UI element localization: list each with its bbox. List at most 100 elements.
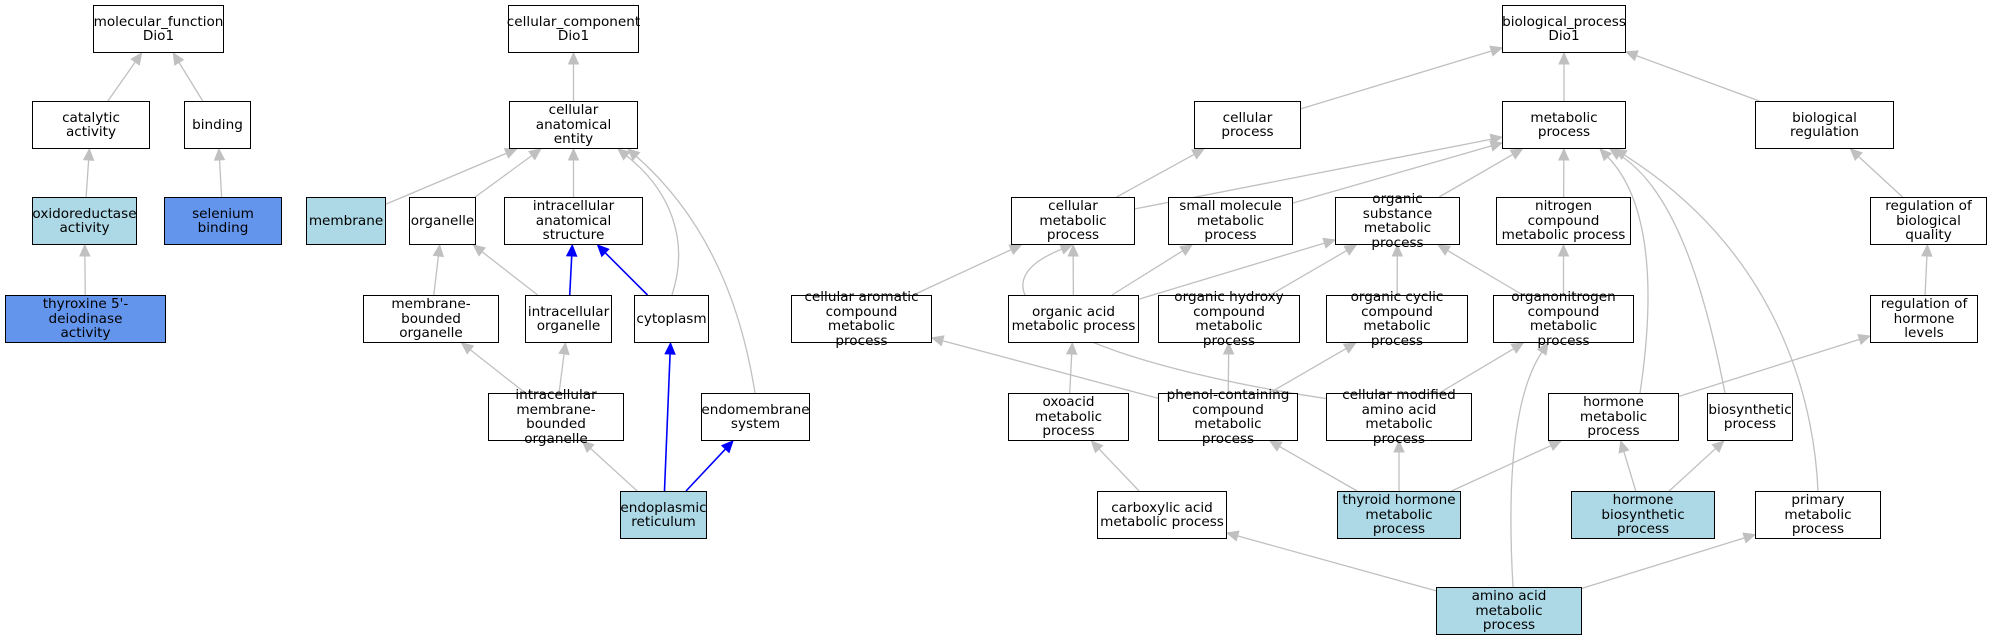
edge-carboxylic-acid-metabolic-process-to-oxoacid-metabolic-process [1098,448,1140,492]
edge-cytoplasm-to-intracellular-anatomical-structure-arrowhead [596,244,610,258]
edge-cytoplasm-to-intracellular-anatomical-structure [604,252,649,296]
node-intracellular-mb-organelle: intracellular membrane-bounded organelle [488,388,624,446]
edge-organic-cyclic-compound-to-organic-substance-metabolic-process-arrowhead [1391,243,1404,257]
edge-organonitrogen-compound-to-organic-substance-metabolic-process-arrowhead [1437,244,1451,256]
edge-oxoacid-metabolic-process-to-organic-acid-metabolic-process-arrowhead [1065,341,1078,355]
edge-small-molecule-metabolic-process-to-metabolic-process [1292,145,1492,204]
edge-intracellular-mb-organelle-to-intracellular-organelle [558,353,565,394]
edge-amino-acid-metabolic-process-to-primary-metabolic-process [1581,537,1745,589]
edge-cellular-metabolic-process-to-cellular-process-arrowhead [1191,148,1205,160]
node-membrane: membrane [306,197,386,245]
node-hormone-biosynthetic-process: hormone biosynthetic process [1571,491,1715,539]
node-regulation-of-hormone-levels: regulation of hormone levels [1870,295,1978,343]
edge-hormone-biosynthetic-process-to-hormone-metabolic-process-arrowhead [1618,439,1630,454]
edge-cellular-modified-amino-acid-to-organonitrogen-compound [1438,348,1515,394]
edge-thyroid-hormone-metabolic-process-to-cellular-modified-amino-acid-arrowhead [1393,439,1405,453]
edge-endoplasmic-reticulum-to-cytoplasm-arrowhead [664,341,676,355]
edge-hormone-metabolic-process-to-regulation-of-hormone-levels [1678,338,1860,397]
edge-cellular-process-to-bp-root-arrowhead [1489,45,1504,57]
edge-nitrogen-compound-metabolic-process-to-metabolic-process-arrowhead [1558,147,1570,161]
edge-thyroid-hormone-metabolic-process-to-phenol-containing-compound-arrowhead [1268,440,1283,452]
edge-membrane-to-cellular-anatomical-entity-arrowhead [503,148,518,159]
edge-intracellular-organelle-to-organelle-arrowhead [472,244,486,257]
edge-intracellular-organelle-to-intracellular-anatomical-structure-arrowhead [565,243,578,257]
node-organic-acid-metabolic-process: organic acid metabolic process [1008,295,1139,343]
edge-biological-regulation-to-bp-root [1636,55,1760,102]
node-endomembrane-system: endomembrane system [701,393,810,441]
edge-hormone-metabolic-process-to-regulation-of-hormone-levels-arrowhead [1857,333,1872,346]
node-regulation-of-biological-quality: regulation of biological quality [1870,197,1987,245]
edge-membrane-bounded-organelle-to-organelle [433,255,440,296]
node-oxoacid-metabolic-process: oxoacid metabolic process [1008,393,1129,441]
edge-organic-acid-metabolic-process-to-cellular-metabolic-process-arrowhead [1067,243,1079,257]
edge-phenol-containing-compound-to-organic-cyclic-compound [1269,347,1347,394]
edge-cytoplasm-to-cellular-anatomical-entity-arrowhead [617,148,631,161]
edge-membrane-bounded-organelle-to-organelle-arrowhead [432,243,445,258]
edge-primary-metabolic-process-to-metabolic-process [1623,154,1819,492]
node-organic-hydroxy-compound: organic hydroxy compound metabolic proce… [1158,290,1300,348]
node-organelle: organelle [409,197,476,245]
edge-organic-substance-metabolic-process-to-metabolic-process [1438,153,1514,198]
edge-biological-regulation-to-bp-root-arrowhead [1624,50,1639,62]
edge-selenium-binding-to-binding-arrowhead [213,147,226,161]
node-organic-cyclic-compound: organic cyclic compound metabolic proces… [1326,290,1468,348]
node-cellular-modified-amino-acid: cellular modified amino acid metabolic p… [1326,388,1472,446]
edge-hormone-biosynthetic-process-to-biosynthetic-process [1668,447,1717,492]
edge-endoplasmic-reticulum-to-endomembrane-system [685,448,727,492]
node-hormone-metabolic-process: hormone metabolic process [1548,393,1679,441]
edge-endoplasmic-reticulum-to-intracellular-mb-organelle-arrowhead [581,440,595,454]
edge-endoplasmic-reticulum-to-endomembrane-system-arrowhead [720,440,734,454]
edge-cellular-aromatic-compound-to-cellular-metabolic-process [913,249,1012,296]
edge-primary-metabolic-process-to-metabolic-process-arrowhead [1613,148,1628,161]
edge-organelle-to-cellular-anatomical-entity-arrowhead [528,148,542,161]
edge-binding-to-mf-root [178,62,204,102]
edge-hormone-biosynthetic-process-to-hormone-metabolic-process [1623,451,1637,492]
node-small-molecule-metabolic-process: small molecule metabolic process [1168,197,1293,245]
edge-thyroid-hormone-metabolic-process-to-phenol-containing-compound [1279,445,1358,492]
node-bp-root: biological_process Dio1 [1502,5,1626,53]
edge-binding-to-mf-root-arrowhead [172,51,185,66]
edge-catalytic-activity-to-mf-root-arrowhead [130,52,143,66]
node-phenol-containing-compound: phenol-containing compound metabolic pro… [1158,388,1298,446]
edge-endomembrane-system-to-cellular-anatomical-entity-arrowhead [627,148,641,161]
node-amino-acid-metabolic-process: amino acid metabolic process [1436,587,1582,635]
node-cc-root: cellular_component Dio1 [507,5,640,53]
edge-metabolic-process-to-bp-root-arrowhead [1558,51,1570,65]
edge-intracellular-mb-organelle-to-membrane-bounded-organelle-arrowhead [460,342,475,355]
edge-cellular-modified-amino-acid-to-organonitrogen-compound-arrowhead [1510,342,1525,354]
node-biological-regulation: biological regulation [1755,101,1894,149]
edge-hormone-biosynthetic-process-to-biosynthetic-process-arrowhead [1711,440,1725,454]
edge-amino-acid-metabolic-process-to-organonitrogen-compound-arrowhead [1536,341,1549,356]
edge-thyroid-hormone-metabolic-process-to-hormone-metabolic-process-arrowhead [1548,440,1563,452]
node-primary-metabolic-process: primary metabolic process [1755,491,1881,539]
node-mf-root: molecular_function Dio1 [93,5,224,53]
node-cellular-process: cellular process [1194,101,1301,149]
edge-amino-acid-metabolic-process-to-organonitrogen-compound [1510,351,1543,588]
edge-hormone-metabolic-process-to-metabolic-process-arrowhead [1599,148,1613,162]
node-cellular-metabolic-process: cellular metabolic process [1011,197,1135,245]
edge-small-molecule-metabolic-process-to-metabolic-process-arrowhead [1489,140,1504,152]
node-biosynthetic-process: biosynthetic process [1707,393,1793,441]
edge-organic-hydroxy-compound-to-organic-substance-metabolic-process [1269,249,1348,296]
edge-amino-acid-metabolic-process-to-carboxylic-acid-metabolic-process-arrowhead [1225,530,1240,542]
node-organic-substance-metabolic-process: organic substance metabolic process [1335,192,1460,250]
edge-endomembrane-system-to-cellular-anatomical-entity [635,155,756,394]
edge-regulation-of-biological-quality-to-biological-regulation-arrowhead [1849,148,1863,162]
edge-cytoplasm-to-cellular-anatomical-entity [626,155,680,296]
edge-regulation-of-hormone-levels-to-regulation-of-biological-quality-arrowhead [1921,243,1933,257]
edge-endoplasmic-reticulum-to-cytoplasm [663,353,671,492]
node-selenium-binding: selenium binding [164,197,282,245]
node-nitrogen-compound-metabolic-process: nitrogen compound metabolic process [1496,197,1631,245]
edge-selenium-binding-to-binding [218,159,223,198]
edge-organic-acid-metabolic-process-to-organic-substance-metabolic-process [1138,242,1325,300]
edge-phenol-containing-compound-to-organic-cyclic-compound-arrowhead [1342,342,1357,354]
edge-intracellular-organelle-to-organelle [481,251,539,296]
edge-endoplasmic-reticulum-to-intracellular-mb-organelle [590,447,638,492]
edge-phenol-containing-compound-to-organic-hydroxy-compound-arrowhead [1222,341,1235,355]
node-membrane-bounded-organelle: membrane-bounded organelle [363,295,499,343]
edge-cellular-process-to-bp-root [1300,50,1492,110]
node-thyroxine-deiodinase: thyroxine 5'-deiodinase activity [5,295,166,343]
node-cellular-aromatic-compound: cellular aromatic compound metabolic pro… [791,290,932,348]
edge-phenol-containing-compound-to-cellular-aromatic-compound-arrowhead [930,335,945,347]
